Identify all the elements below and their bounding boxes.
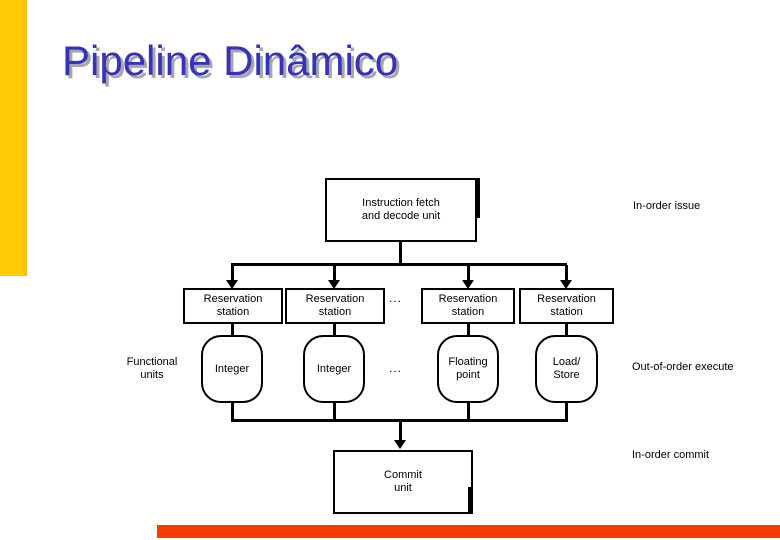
- slide-title: Pipeline Dinâmico: [62, 37, 399, 84]
- connector-line: [231, 403, 234, 421]
- functional-unit-load-store: Load/ Store: [535, 335, 598, 403]
- box-shadow-strip: [468, 487, 473, 514]
- station-label-line2: station: [451, 306, 485, 318]
- in-order-issue-label: In-order issue: [633, 200, 701, 212]
- reservation-station-box-4: Reservation station: [519, 288, 614, 324]
- box-shadow-strip: [477, 178, 480, 218]
- connector-line: [467, 265, 470, 281]
- functional-units-label-line1: Functional: [126, 356, 178, 368]
- fetch-label-line2: and decode unit: [361, 210, 441, 222]
- commit-unit-box: Commit unit: [333, 450, 473, 514]
- connector-line: [231, 265, 234, 281]
- reservation-station-box-1: Reservation station: [183, 288, 283, 324]
- connector-line: [467, 323, 470, 336]
- instruction-fetch-decode-box: Instruction fetch and decode unit: [325, 178, 480, 242]
- arrow-down-icon: [226, 280, 238, 289]
- connector-line: [333, 403, 336, 421]
- arrow-down-icon: [560, 280, 572, 289]
- commit-label-line2: unit: [394, 482, 412, 494]
- unit-label-line2: point: [456, 369, 480, 381]
- out-of-order-execute-label: Out-of-order execute: [632, 361, 734, 373]
- unit-label-line2: Store: [553, 369, 580, 381]
- connector-line: [565, 265, 568, 281]
- connector-line: [399, 421, 402, 441]
- functional-units-label-line2: units: [140, 369, 164, 381]
- bottom-accent-bar: [157, 525, 780, 538]
- arrow-down-icon: [394, 440, 406, 449]
- station-label-line1: Reservation: [305, 293, 365, 305]
- arrow-down-icon: [462, 280, 474, 289]
- functional-unit-integer-1: Integer: [201, 335, 263, 403]
- in-order-commit-label: In-order commit: [632, 449, 710, 461]
- connector-line: [231, 419, 568, 422]
- connector-line: [467, 403, 470, 421]
- station-label-line2: station: [550, 306, 583, 318]
- station-label-line1: Reservation: [438, 293, 498, 305]
- units-ellipsis: ...: [389, 361, 403, 375]
- functional-units-label: Functional units: [114, 356, 190, 382]
- functional-unit-integer-2: Integer: [303, 335, 365, 403]
- fetch-label-line1: Instruction fetch: [362, 197, 440, 209]
- connector-line: [333, 323, 336, 336]
- connector-line: [333, 265, 336, 281]
- left-accent-bar: [0, 0, 27, 276]
- functional-unit-floating-point: Floating point: [437, 335, 499, 403]
- unit-label-line1: Load/: [552, 356, 581, 368]
- station-label-line2: station: [318, 306, 352, 318]
- commit-label-line1: Commit: [384, 469, 422, 481]
- station-label-line1: Reservation: [203, 293, 263, 305]
- connector-line: [399, 242, 402, 265]
- unit-label-line1: Integer: [316, 362, 352, 375]
- reservation-station-box-3: Reservation station: [421, 288, 515, 324]
- unit-label-line1: Integer: [214, 362, 250, 375]
- stations-ellipsis: ...: [389, 291, 403, 305]
- station-label-line2: station: [216, 306, 250, 318]
- unit-label-line1: Floating: [448, 356, 488, 368]
- connector-line: [231, 323, 234, 336]
- connector-line: [565, 403, 568, 421]
- arrow-down-icon: [328, 280, 340, 289]
- connector-line: [231, 263, 567, 266]
- reservation-station-box-2: Reservation station: [285, 288, 385, 324]
- connector-line: [565, 323, 568, 336]
- station-label-line1: Reservation: [537, 293, 596, 305]
